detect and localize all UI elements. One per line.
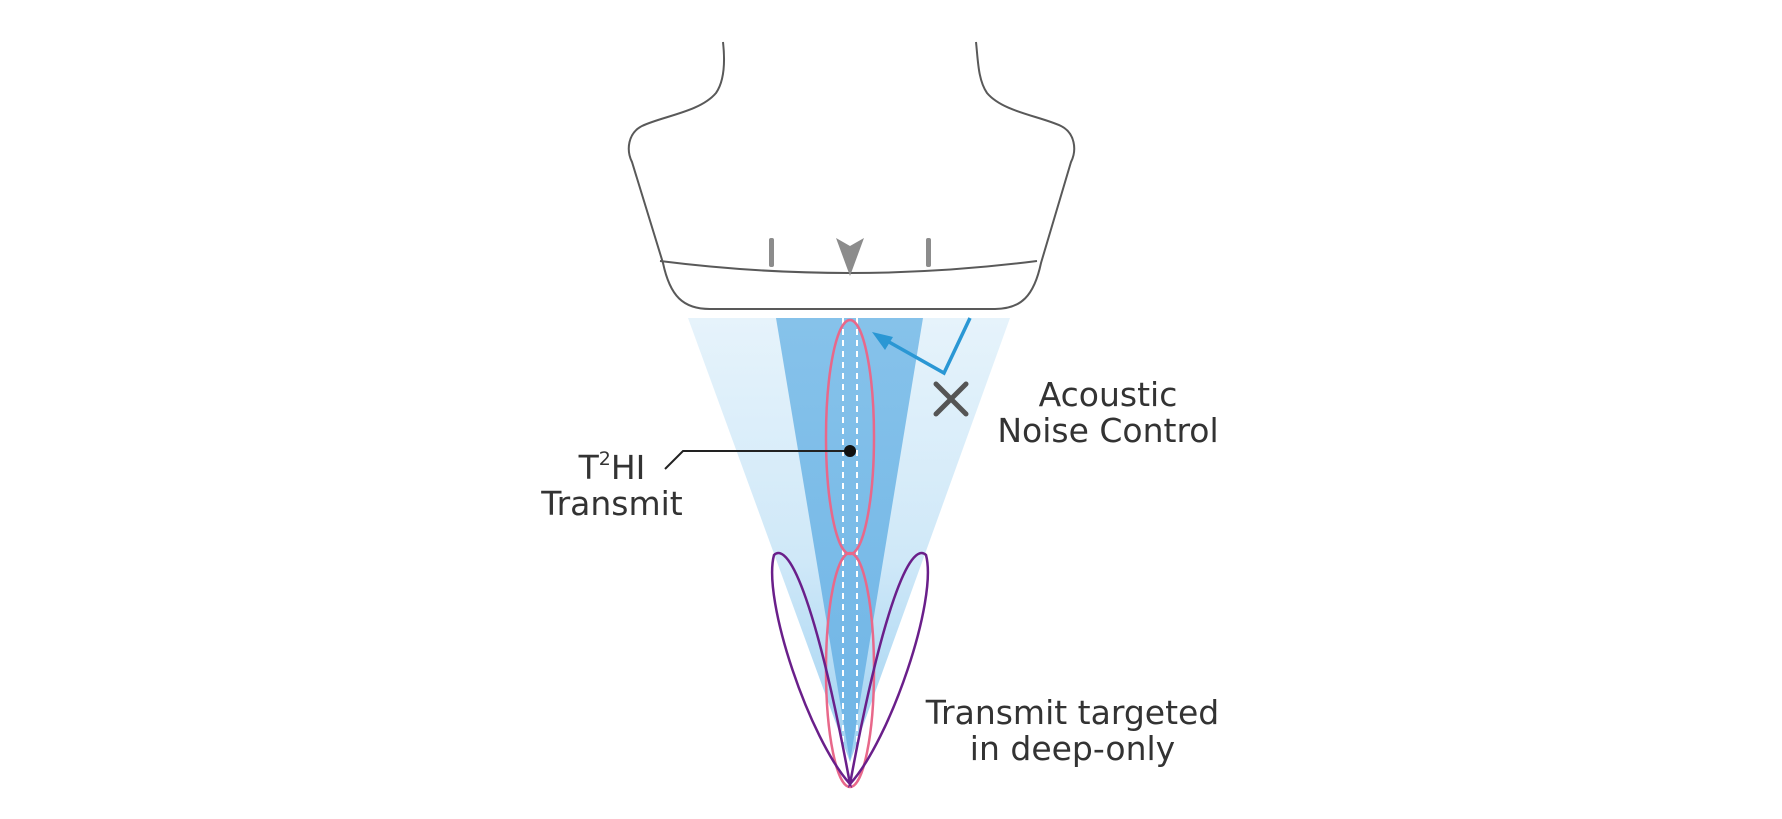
t2hi-prefix: T [578,448,599,487]
leader-line [664,450,850,470]
purple-lobe-left [770,551,853,789]
probe-side-mark-right [926,238,931,267]
probe-outline [627,41,1076,310]
x-mark-icon [933,381,969,417]
center-triangle-marker-icon [836,238,864,276]
reflection-arrow-icon [881,317,972,376]
noise-line1: Acoustic [1038,375,1178,414]
reflection-arrowhead [872,332,893,350]
t2hi-line1: T2HI [512,450,712,486]
t2hi-superscript: 2 [598,448,611,470]
deep-line2: in deep-only [969,729,1176,768]
acoustic-noise-control-label: Acoustic Noise Control [978,377,1238,449]
probe-side-mark-left [769,238,774,267]
acoustic-noise-marker [872,317,972,417]
narrow-beam [776,318,923,762]
t2hi-transmit-label: T2HI Transmit [512,450,712,522]
t2hi-leader [664,445,856,470]
deep-line1: Transmit targeted [925,693,1220,732]
transducer-probe [627,41,1076,310]
purple-lobe-right [847,551,930,789]
deep-transmit-label: Transmit targeted in deep-only [900,695,1245,767]
noise-line2: Noise Control [997,411,1219,450]
beam-lobes [770,318,930,789]
t2hi-line2: Transmit [541,484,683,523]
ultrasound-beams [688,318,1010,762]
t2hi-suffix: HI [610,448,646,487]
leader-dot [844,445,856,457]
